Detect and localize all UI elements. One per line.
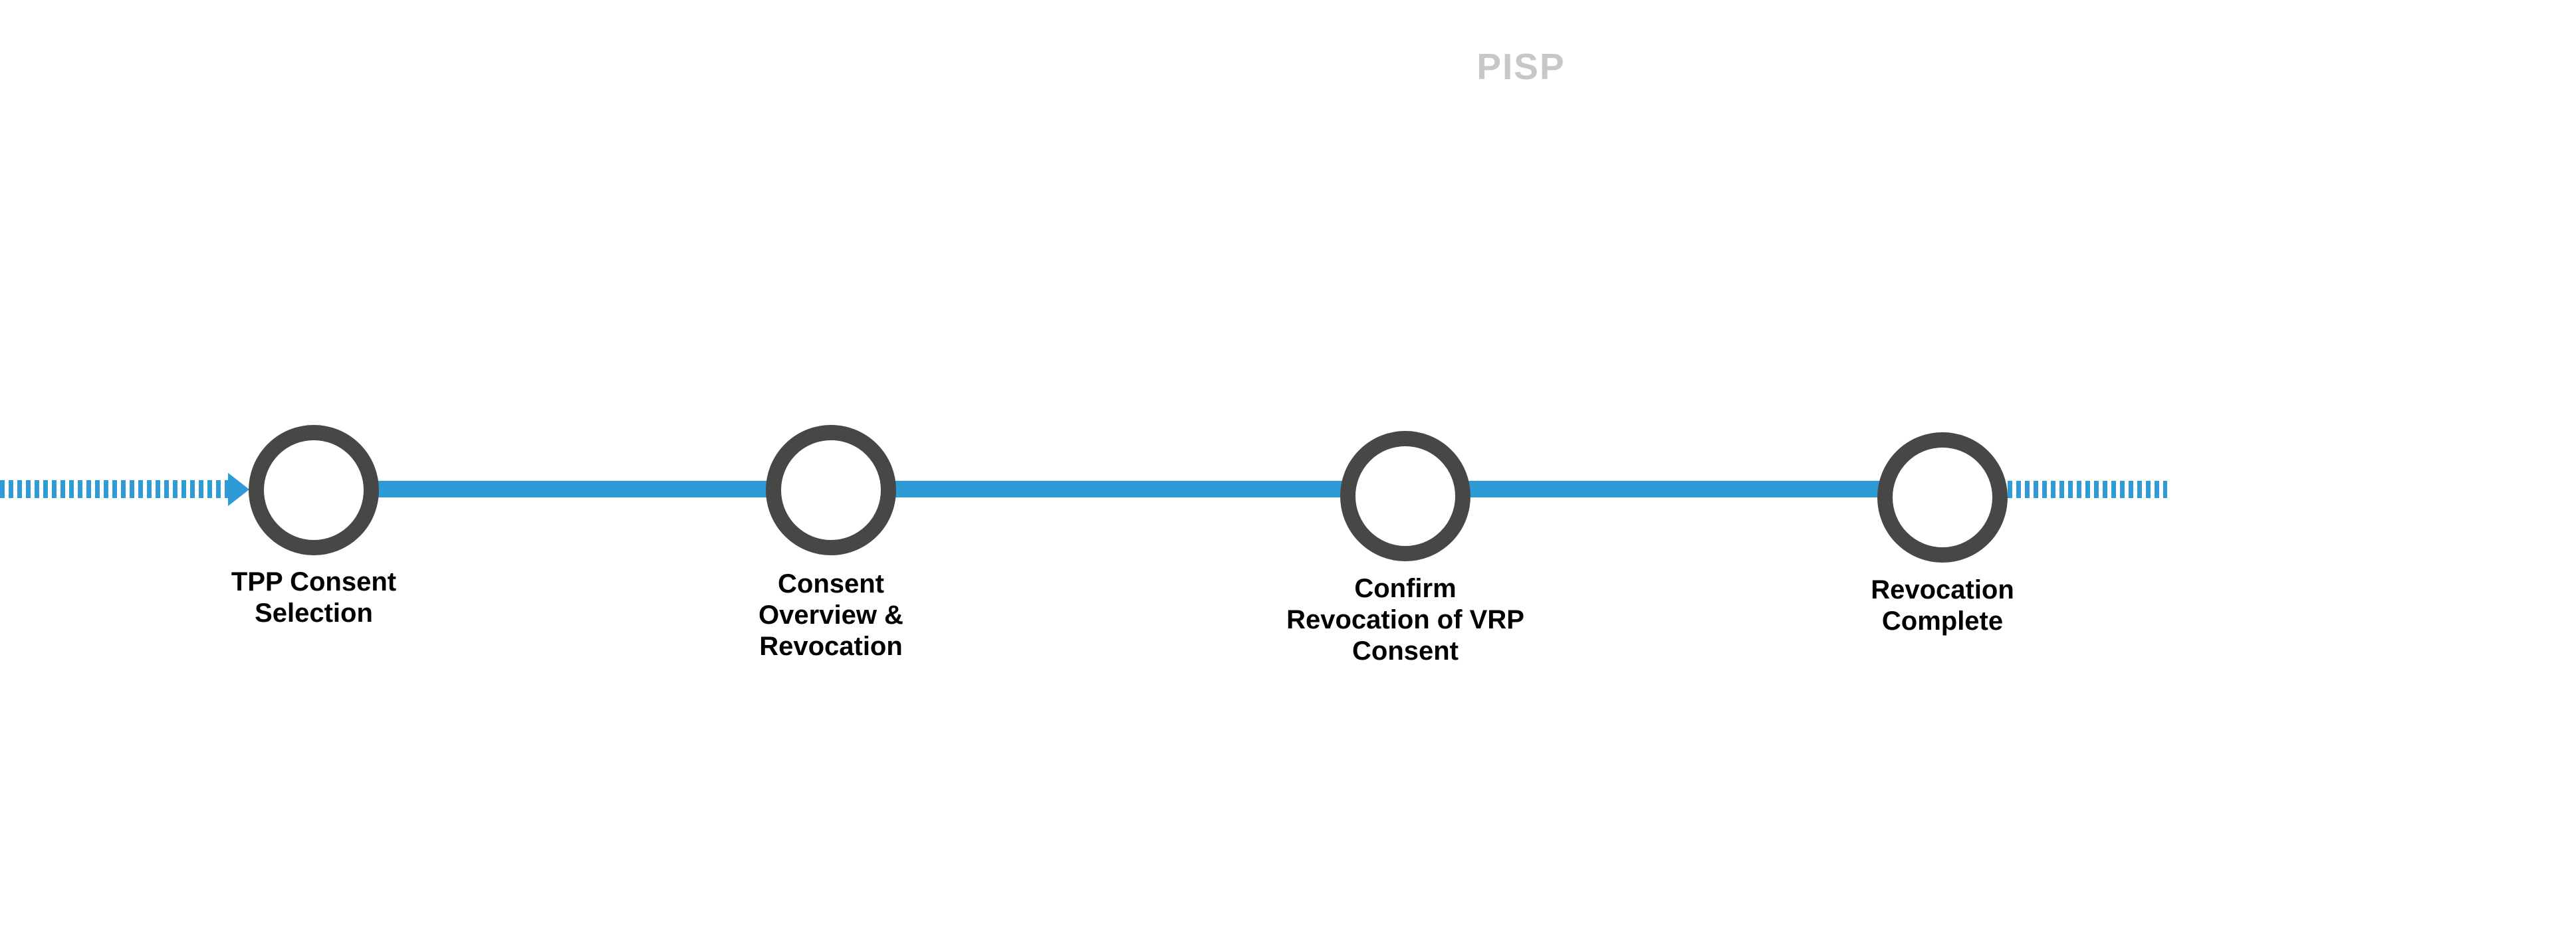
incoming-dashed-connector (0, 480, 229, 498)
step-label-consent-overview-revocation: Consent Overview & Revocation (759, 569, 903, 661)
step-label-confirm-revocation: Confirm Revocation of VRP Consent (1286, 574, 1524, 666)
step-node-revocation-complete (1877, 432, 2008, 563)
outgoing-dashed-connector (2008, 481, 2167, 498)
step-label-revocation-complete: Revocation Complete (1871, 575, 2014, 636)
lane-label-pisp: PISP (1476, 46, 1566, 87)
step-node-confirm-revocation (1340, 431, 1470, 561)
flow-timeline-line (313, 481, 1942, 497)
arrow-right-icon (228, 473, 249, 506)
step-label-tpp-consent-selection: TPP Consent Selection (231, 567, 397, 628)
step-node-consent-overview-revocation (766, 425, 896, 555)
step-node-tpp-consent-selection (249, 425, 379, 555)
